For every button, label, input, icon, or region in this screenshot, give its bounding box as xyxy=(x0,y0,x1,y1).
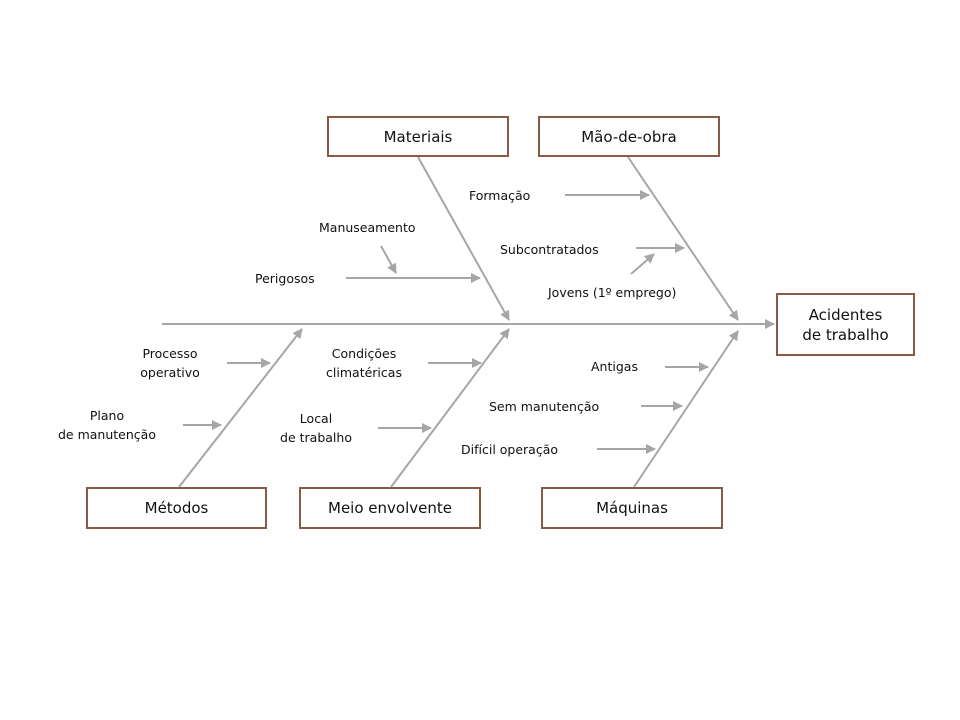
cause-perigosos: Perigosos xyxy=(255,271,315,286)
category-materiais: Materiais xyxy=(327,116,509,157)
effect-acidentes-de-trabalho: Acidentes de trabalho xyxy=(776,293,915,356)
category-mao-de-obra: Mão-de-obra xyxy=(538,116,720,157)
category-meio-envolvente: Meio envolvente xyxy=(299,487,481,529)
bone-meio-envolvente xyxy=(390,328,510,488)
cause-manuseamento: Manuseamento xyxy=(319,220,416,235)
cause-plano-de-manutencao: Plano de manutenção xyxy=(58,408,156,442)
cause-condicoes-climatericas: Condições climatéricas xyxy=(326,346,402,380)
cause-subcontratados: Subcontratados xyxy=(500,242,599,257)
cause-arrow-manuseamento xyxy=(380,245,397,274)
bone-materiais xyxy=(417,156,510,321)
cause-dificil-operacao: Difícil operação xyxy=(461,442,559,457)
cause-local-de-trabalho: Local de trabalho xyxy=(280,411,352,445)
category-maquinas: Máquinas xyxy=(541,487,723,529)
cause-sem-manutencao: Sem manutenção xyxy=(489,399,600,414)
cause-processo-operativo: Processo operativo xyxy=(140,346,200,380)
cause-arrow-jovens xyxy=(630,253,655,275)
bone-metodos xyxy=(178,328,303,488)
bone-maquinas xyxy=(633,330,739,488)
cause-formacao: Formação xyxy=(469,188,531,203)
cause-antigas: Antigas xyxy=(591,359,638,374)
bone-mao-de-obra xyxy=(627,156,739,321)
category-metodos: Métodos xyxy=(86,487,267,529)
cause-jovens-1-emprego: Jovens (1º emprego) xyxy=(548,285,677,300)
